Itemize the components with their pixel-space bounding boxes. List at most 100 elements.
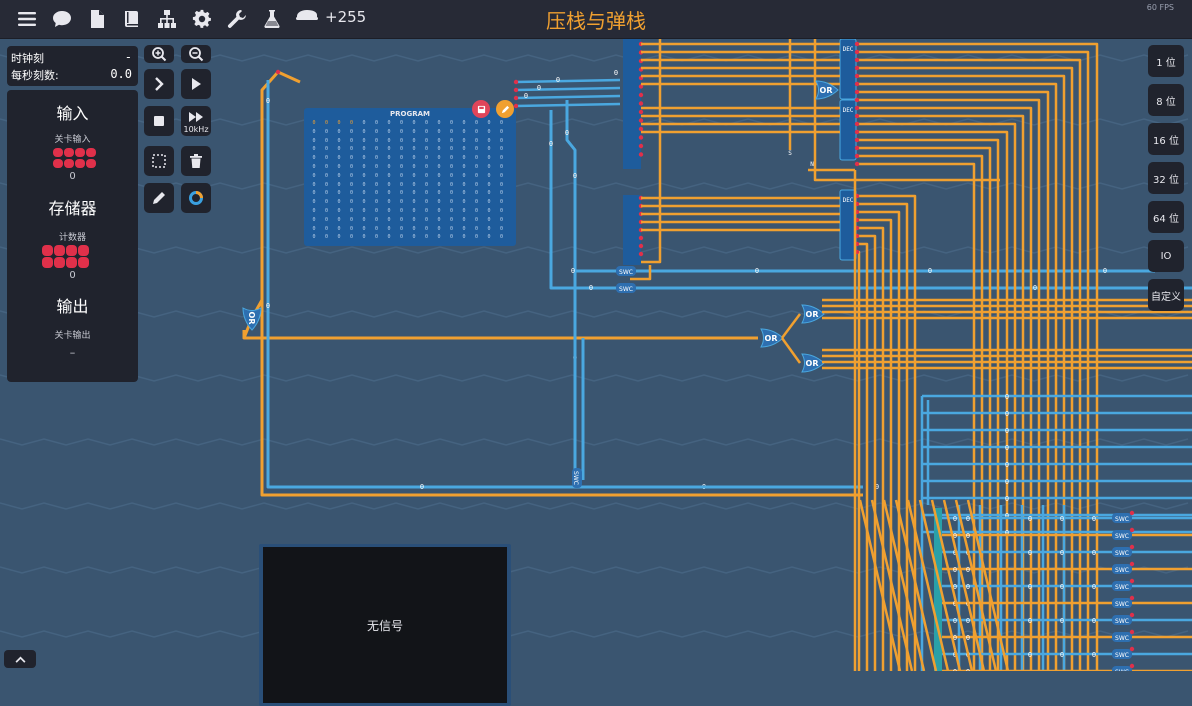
svg-text:SWC: SWC bbox=[1115, 550, 1129, 557]
bit-width-custom[interactable]: 自定义 bbox=[1148, 279, 1184, 311]
collapse-button[interactable] bbox=[4, 650, 36, 668]
coin-count: +255 bbox=[325, 8, 367, 26]
program-cell: 0 bbox=[412, 181, 416, 188]
display-component[interactable]: 无信号 bbox=[259, 544, 511, 706]
wire-node bbox=[1129, 544, 1135, 550]
program-cell: 0 bbox=[437, 137, 441, 144]
background-pattern bbox=[0, 182, 1189, 190]
wire bbox=[515, 86, 621, 92]
input-pins[interactable] bbox=[53, 148, 97, 168]
wire bbox=[857, 250, 861, 671]
gear-icon[interactable] bbox=[190, 7, 214, 31]
wire bbox=[870, 499, 914, 671]
program-cell: 0 bbox=[449, 199, 453, 206]
wire bbox=[857, 74, 1066, 671]
wire-value-label: 0 bbox=[953, 668, 957, 671]
fast-forward-button[interactable]: 10kHz bbox=[181, 106, 211, 136]
program-cell: 0 bbox=[337, 208, 341, 214]
zoom-in-icon bbox=[152, 47, 167, 62]
program-cell: 0 bbox=[374, 120, 378, 126]
pencil-button[interactable] bbox=[144, 183, 174, 213]
svg-text:SWC: SWC bbox=[1115, 652, 1129, 659]
program-edit-button[interactable] bbox=[496, 100, 514, 118]
switch-label-s: S bbox=[788, 150, 792, 157]
wire-value-label: 0 bbox=[549, 140, 553, 148]
bit-width-8[interactable]: 8 位 bbox=[1148, 84, 1184, 116]
program-cell: 0 bbox=[449, 137, 453, 144]
bit-width-16[interactable]: 16 位 bbox=[1148, 123, 1184, 155]
bit-width-1[interactable]: 1 位 bbox=[1148, 45, 1184, 77]
io-panel: 输入 关卡输入 0 存储器 计数器 0 输出 关卡输出 – bbox=[7, 90, 138, 382]
program-cell: 0 bbox=[387, 128, 391, 135]
wire-value-label: 0 bbox=[953, 600, 957, 608]
wire bbox=[857, 154, 984, 671]
wire bbox=[565, 100, 577, 470]
wire-node bbox=[854, 49, 860, 55]
program-header-cell: 0 bbox=[337, 120, 341, 126]
program-cell: 0 bbox=[462, 225, 466, 232]
program-cell: 0 bbox=[462, 172, 466, 179]
color-wheel-button[interactable] bbox=[181, 183, 211, 213]
program-cell: 0 bbox=[387, 155, 391, 162]
wire bbox=[954, 499, 998, 671]
program-cell: 0 bbox=[449, 172, 453, 179]
input-heading: 输入 bbox=[56, 104, 89, 123]
register-block bbox=[934, 559, 942, 577]
select-button[interactable] bbox=[144, 146, 174, 176]
bit-width-io[interactable]: IO bbox=[1148, 240, 1184, 272]
program-cell: 0 bbox=[349, 216, 353, 223]
wire-value-label: 0 bbox=[953, 583, 957, 591]
zoom-out-button[interactable] bbox=[181, 45, 211, 63]
program-cell: 0 bbox=[312, 164, 316, 170]
switch-component: SWC bbox=[1112, 666, 1132, 671]
step-button[interactable] bbox=[144, 69, 174, 99]
program-cell: 0 bbox=[374, 137, 378, 144]
document-icon[interactable] bbox=[85, 7, 109, 31]
flask-icon[interactable] bbox=[260, 7, 284, 31]
trash-icon bbox=[190, 154, 202, 168]
hierarchy-icon[interactable] bbox=[155, 7, 179, 31]
program-cell: 0 bbox=[462, 216, 466, 223]
wire-node bbox=[854, 73, 860, 79]
menu-icon[interactable] bbox=[15, 7, 39, 31]
wire bbox=[549, 110, 620, 290]
wire-value-label: 0 bbox=[1028, 617, 1032, 625]
bit-width-64[interactable]: 64 位 bbox=[1148, 201, 1184, 233]
wire-value-label: 0 bbox=[1060, 617, 1064, 625]
program-cell: 0 bbox=[412, 155, 416, 162]
wire bbox=[857, 82, 1058, 671]
program-cell: 0 bbox=[362, 234, 366, 241]
program-cell: 0 bbox=[437, 164, 441, 170]
book-icon[interactable] bbox=[120, 7, 144, 31]
wire bbox=[857, 58, 1082, 671]
program-cell: 0 bbox=[499, 190, 503, 197]
bit-width-32[interactable]: 32 位 bbox=[1148, 162, 1184, 194]
output-heading: 输出 bbox=[56, 297, 89, 316]
storage-heading: 存储器 bbox=[48, 199, 97, 218]
wire bbox=[966, 499, 1010, 671]
wire-node bbox=[1129, 578, 1135, 584]
pencil-icon bbox=[153, 192, 165, 204]
program-cell: 0 bbox=[412, 120, 416, 126]
zoom-in-button[interactable] bbox=[144, 45, 174, 63]
wire bbox=[515, 94, 621, 100]
wrench-icon[interactable] bbox=[225, 7, 249, 31]
wire-value-label: 0 bbox=[537, 84, 541, 92]
chat-icon[interactable] bbox=[50, 7, 74, 31]
storage-pins[interactable] bbox=[42, 245, 90, 268]
wire bbox=[857, 66, 1074, 671]
play-button[interactable] bbox=[181, 69, 211, 99]
display-screen: 无信号 bbox=[263, 547, 507, 703]
delete-button[interactable] bbox=[181, 146, 211, 176]
svg-text:SWC: SWC bbox=[1115, 669, 1129, 671]
program-cell: 0 bbox=[399, 234, 403, 241]
stop-button[interactable] bbox=[144, 106, 174, 136]
program-cell: 0 bbox=[387, 234, 391, 241]
input-value: 0 bbox=[69, 171, 76, 182]
svg-text:OR: OR bbox=[806, 310, 819, 319]
logic-gate-or: OR bbox=[801, 353, 825, 373]
program-save-button[interactable] bbox=[472, 100, 490, 118]
